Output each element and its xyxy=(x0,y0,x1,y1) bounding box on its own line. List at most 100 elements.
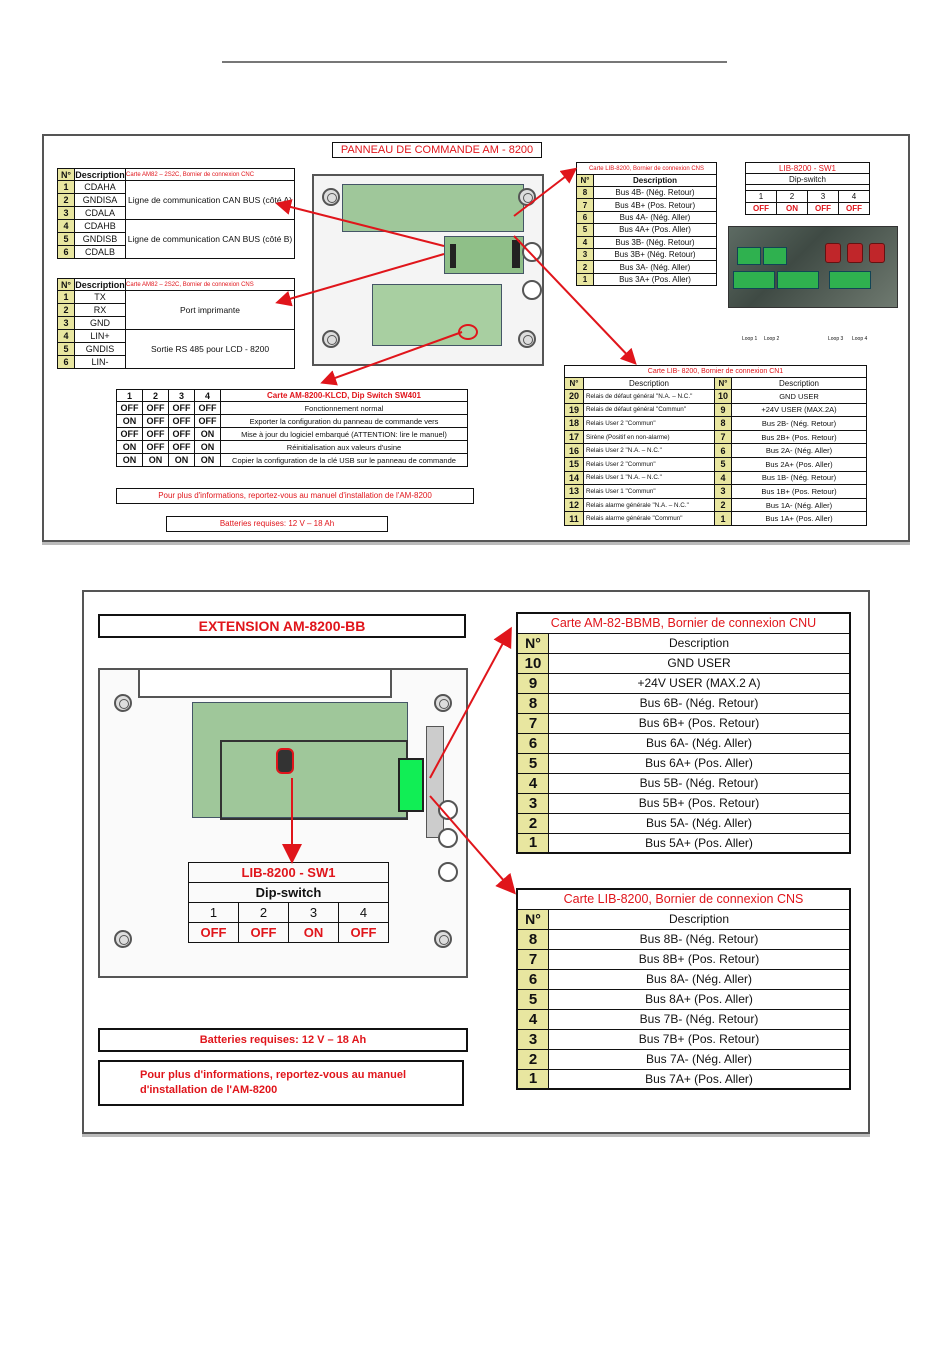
row-description: Bus 1A- (Nég. Aller) xyxy=(731,497,867,513)
row-number: 4 xyxy=(57,329,75,343)
row-number: 1 xyxy=(516,1068,549,1090)
row-description: Bus 7A- (Nég. Aller) xyxy=(548,1048,851,1070)
row-description: Relais User 2 "Commun" xyxy=(583,416,715,431)
table-row: 9+24V USER (MAX.2 A) xyxy=(516,672,851,694)
row-description: Mise à jour du logiciel embarqué (ATTENT… xyxy=(220,427,468,441)
row-description: Bus 1A+ (Pos. Aller) xyxy=(731,511,867,526)
row-number: 3 xyxy=(57,316,75,330)
row-description: Bus 6B- (Nég. Retour) xyxy=(548,692,851,714)
top-bracket xyxy=(138,670,392,698)
row-description: GNDISA xyxy=(74,193,126,207)
loop2-label: Loop 2 xyxy=(764,336,780,342)
dip-value: ON xyxy=(116,453,143,467)
panel2-batteries: Batteries requises: 12 V – 18 Ah xyxy=(98,1028,468,1052)
row-description: Relais alarme générale "Commun" xyxy=(583,511,715,526)
row-description: Relais de défaut général "Commun" xyxy=(583,402,715,418)
dip-value: OFF xyxy=(338,922,389,943)
dip-value: ON xyxy=(288,922,339,943)
row-number: 4 xyxy=(516,772,549,794)
lib-pcb xyxy=(192,702,408,818)
row-description: Bus 5B- (Nég. Retour) xyxy=(548,772,851,794)
dip-value: OFF xyxy=(745,202,777,215)
row-description: +24V USER (MAX.2 A) xyxy=(548,672,851,694)
row-description: Bus 2B+ (Pos. Retour) xyxy=(731,429,867,445)
dip-value: OFF xyxy=(238,922,289,943)
dip-header: 2 xyxy=(238,902,289,923)
dip-value: ON xyxy=(194,440,221,454)
cns2-header-num: N° xyxy=(57,278,75,291)
knockout-hole-icon xyxy=(522,280,542,300)
dip-header: 3 xyxy=(807,190,839,203)
row-description: Bus 5A- (Nég. Aller) xyxy=(548,812,851,834)
row-description: Bus 4A+ (Pos. Aller) xyxy=(593,223,717,237)
row-number: 5 xyxy=(714,456,732,472)
row-number: 3 xyxy=(576,247,594,262)
knockout-hole-icon xyxy=(438,862,458,882)
row-number: 1 xyxy=(516,832,549,854)
loop4-label: Loop 4 xyxy=(852,336,868,342)
row-description: Bus 7A+ (Pos. Aller) xyxy=(548,1068,851,1090)
terminal-block xyxy=(777,271,819,289)
cnu-connector xyxy=(398,758,424,812)
screw-icon xyxy=(114,694,132,712)
cnu-header-desc: Description xyxy=(548,632,851,654)
row-description: Bus 3A+ (Pos. Aller) xyxy=(593,272,717,287)
relay xyxy=(869,243,885,263)
dip-header: 4 xyxy=(194,389,221,402)
group-description: Ligne de communication CAN BUS (côté B) xyxy=(125,219,295,259)
cnc-caption: Carte AM82 – 2S2C, Bornier de connexion … xyxy=(125,168,295,181)
row-number: 10 xyxy=(714,389,732,404)
knockout-hole-icon xyxy=(522,242,542,262)
p2-sw1-caption: LIB-8200 - SW1 xyxy=(188,862,389,883)
row-description: GND USER xyxy=(548,652,851,674)
row-description: Bus 8B- (Nég. Retour) xyxy=(548,928,851,950)
row-description: Bus 6A+ (Pos. Aller) xyxy=(548,752,851,774)
dip-header: 2 xyxy=(776,190,808,203)
group-description: Sortie RS 485 pour LCD - 8200 xyxy=(125,329,295,369)
lib-sw1-subtitle: Dip-switch xyxy=(745,173,870,185)
p2-sw1-subtitle: Dip-switch xyxy=(188,882,389,903)
row-description: Copier la configuration de la clé USB su… xyxy=(220,453,468,467)
row-number: 20 xyxy=(564,389,584,404)
row-description: Bus 8A+ (Pos. Aller) xyxy=(548,988,851,1010)
row-number: 6 xyxy=(516,968,549,990)
screw-icon xyxy=(114,930,132,948)
row-description: CDAHA xyxy=(74,180,126,194)
row-number: 6 xyxy=(714,443,732,458)
main-pcb xyxy=(342,184,524,232)
row-description: Bus 2B- (Nég. Retour) xyxy=(731,416,867,431)
row-description: Bus 1B- (Nég. Retour) xyxy=(731,470,867,486)
cnc-header-num: N° xyxy=(57,168,75,181)
dip-header: 2 xyxy=(142,389,169,402)
row-number: 8 xyxy=(516,692,549,714)
row-description: Bus 4B+ (Pos. Retour) xyxy=(593,198,717,212)
dip-header: 4 xyxy=(838,190,870,203)
p2-cns-table: Carte LIB-8200, Bornier de connexion CNS… xyxy=(516,888,851,1090)
row-number: 11 xyxy=(564,511,584,526)
row-description: Bus 4B- (Nég. Retour) xyxy=(593,185,717,200)
cnc-connector xyxy=(450,244,456,268)
knockout-hole-icon xyxy=(438,828,458,848)
dip-value: OFF xyxy=(188,922,239,943)
